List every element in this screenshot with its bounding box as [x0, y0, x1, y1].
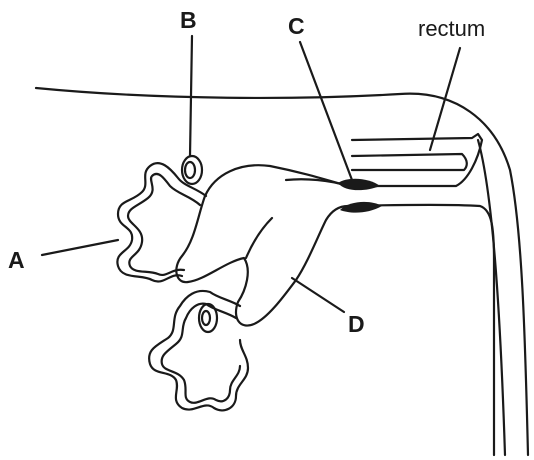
rectum-lumen: [352, 154, 467, 170]
label-c: C: [288, 13, 305, 39]
label-rectum: rectum: [418, 16, 485, 41]
label-d: D: [348, 311, 365, 337]
uterus-outline: [176, 165, 348, 325]
lower-ovary-inner: [202, 311, 210, 325]
inner-back-wall: [478, 140, 505, 455]
label-b: B: [180, 7, 197, 33]
lower-ovary-oviduct: [149, 291, 248, 410]
pointer-a: [42, 240, 118, 255]
cervix-mark-lower: [340, 202, 382, 213]
body-outline: [36, 88, 528, 455]
uterus-septum: [246, 218, 272, 258]
pointer-d: [292, 278, 344, 312]
vagina-lower-wall: [348, 205, 494, 455]
label-a: A: [8, 247, 25, 273]
rectum: [352, 134, 482, 186]
upper-ovary-inner: [185, 162, 195, 178]
pointer-c: [300, 42, 352, 180]
pointer-rectum: [430, 48, 460, 150]
pointer-b: [190, 36, 192, 156]
upper-ovary-oviduct: [117, 163, 206, 281]
